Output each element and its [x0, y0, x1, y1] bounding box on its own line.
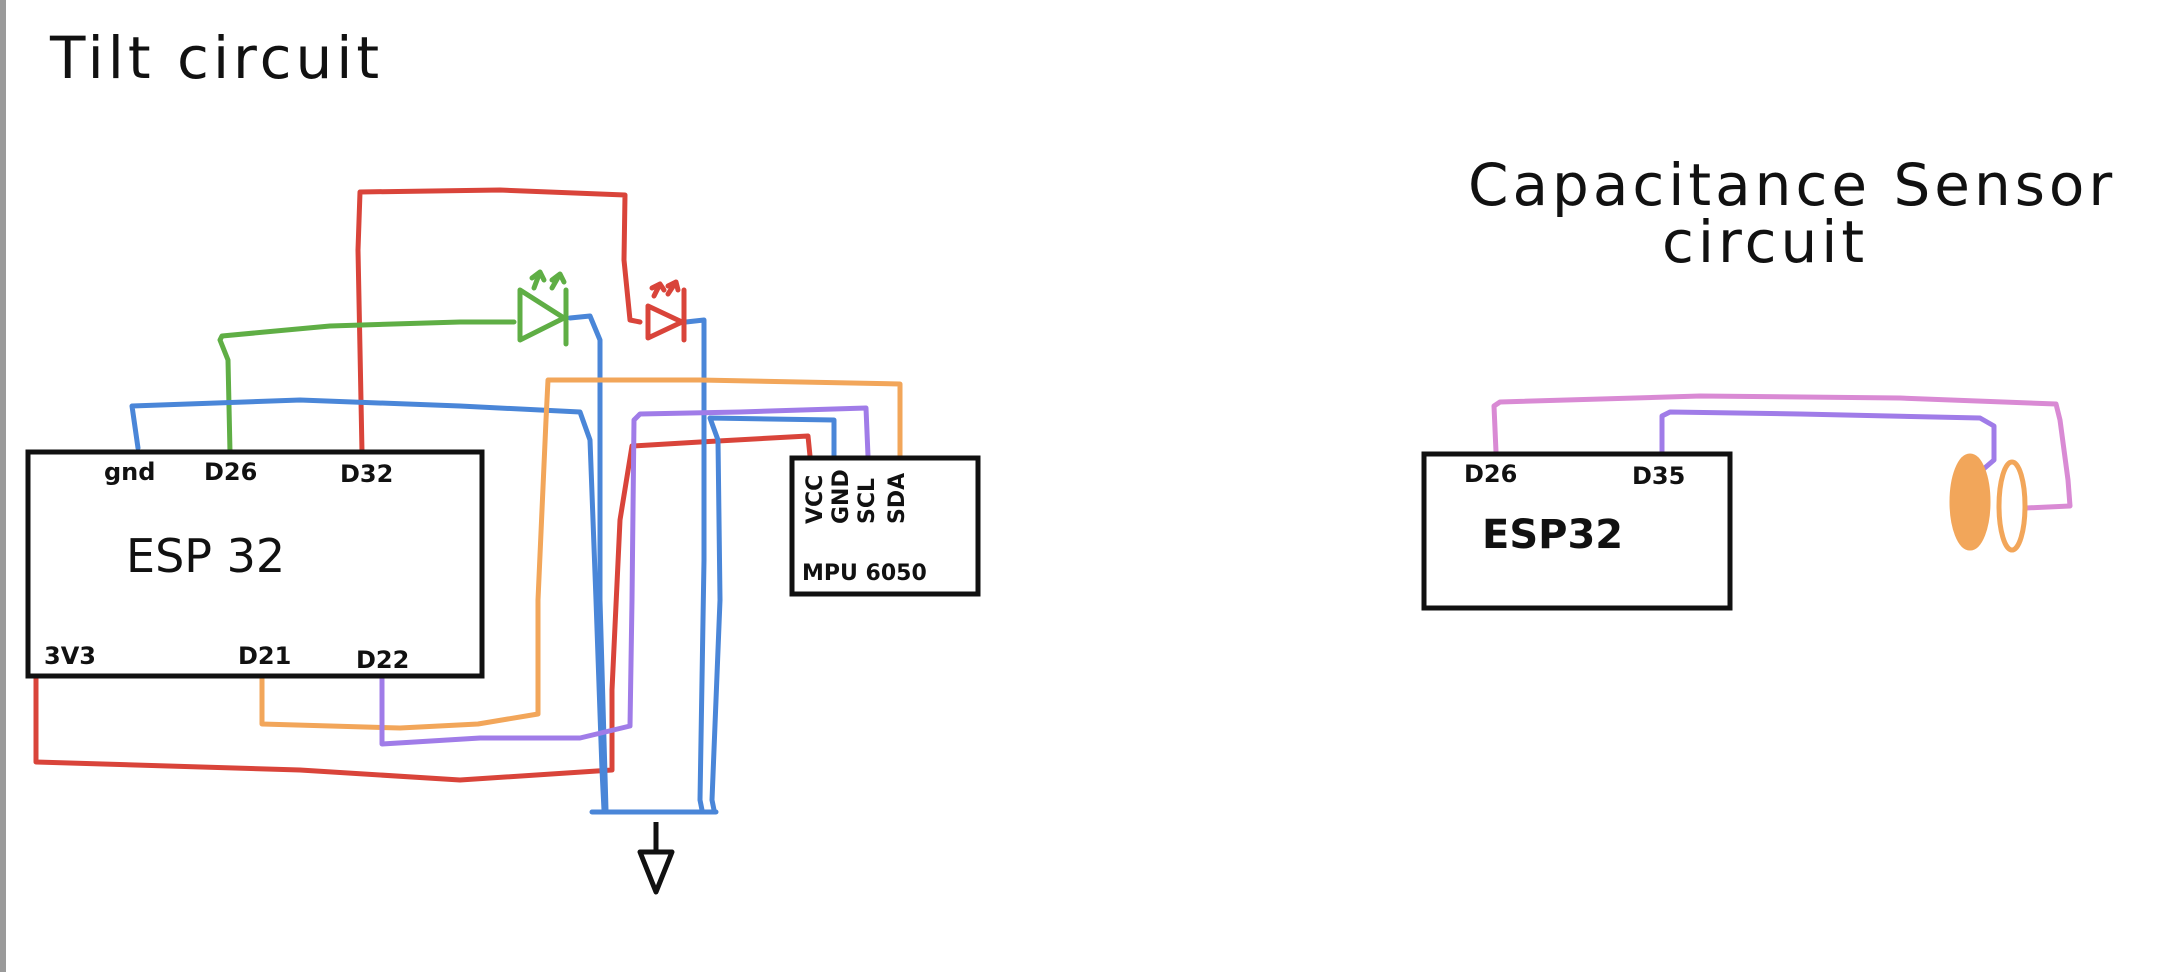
green-led-icon — [517, 269, 569, 347]
pin-d22: D22 — [356, 646, 409, 674]
wire-purple-d35-sensor — [1659, 409, 1997, 475]
wire-blue-greenled-bus — [567, 313, 609, 813]
mpu-pin-vcc: VCC — [803, 475, 828, 524]
esp32-tilt-label: ESP 32 — [126, 529, 285, 583]
pin-gnd: gnd — [104, 458, 155, 486]
cap-pin-d35: D35 — [1632, 462, 1685, 490]
ground-symbol-icon — [637, 822, 675, 895]
wire-blue-mpugnd-bus — [707, 415, 837, 813]
mpu-pin-gnd: GND — [829, 469, 854, 524]
mpu-pin-scl: SCL — [855, 478, 880, 524]
pin-d21: D21 — [238, 642, 291, 670]
mpu-pin-sda: SDA — [885, 473, 910, 524]
wire-pink-d26-plate — [1491, 393, 2073, 511]
red-led-icon — [645, 279, 687, 343]
esp32-cap-board — [1421, 451, 1733, 611]
esp32-tilt-board — [25, 449, 485, 679]
capacitance-title-line2: circuit — [1662, 208, 1868, 276]
wire-blue-redled-bus — [683, 317, 707, 813]
pin-3v3: 3V3 — [44, 642, 96, 670]
wire-green-d26-led — [217, 319, 517, 455]
wire-purple-d22-scl — [379, 405, 871, 747]
wire-blue-gnd-bus — [129, 397, 607, 813]
wire-orange-d21-sda — [259, 377, 903, 731]
tilt-circuit-title: Tilt circuit — [49, 24, 383, 92]
capacitive-plate-icon — [1949, 453, 2028, 553]
cap-pin-d26: D26 — [1464, 460, 1517, 488]
wire-red-3v3-vcc — [33, 433, 813, 783]
window-edge — [0, 0, 6, 972]
mpu6050-board — [789, 455, 981, 597]
esp32-cap-label: ESP32 — [1482, 512, 1623, 558]
wire-red-d32-led — [355, 187, 643, 455]
pin-d26: D26 — [204, 458, 257, 486]
capacitance-title-line1: Capacitance Sensor — [1468, 151, 2116, 219]
mpu-label: MPU 6050 — [802, 561, 927, 586]
pin-d32: D32 — [340, 460, 393, 488]
